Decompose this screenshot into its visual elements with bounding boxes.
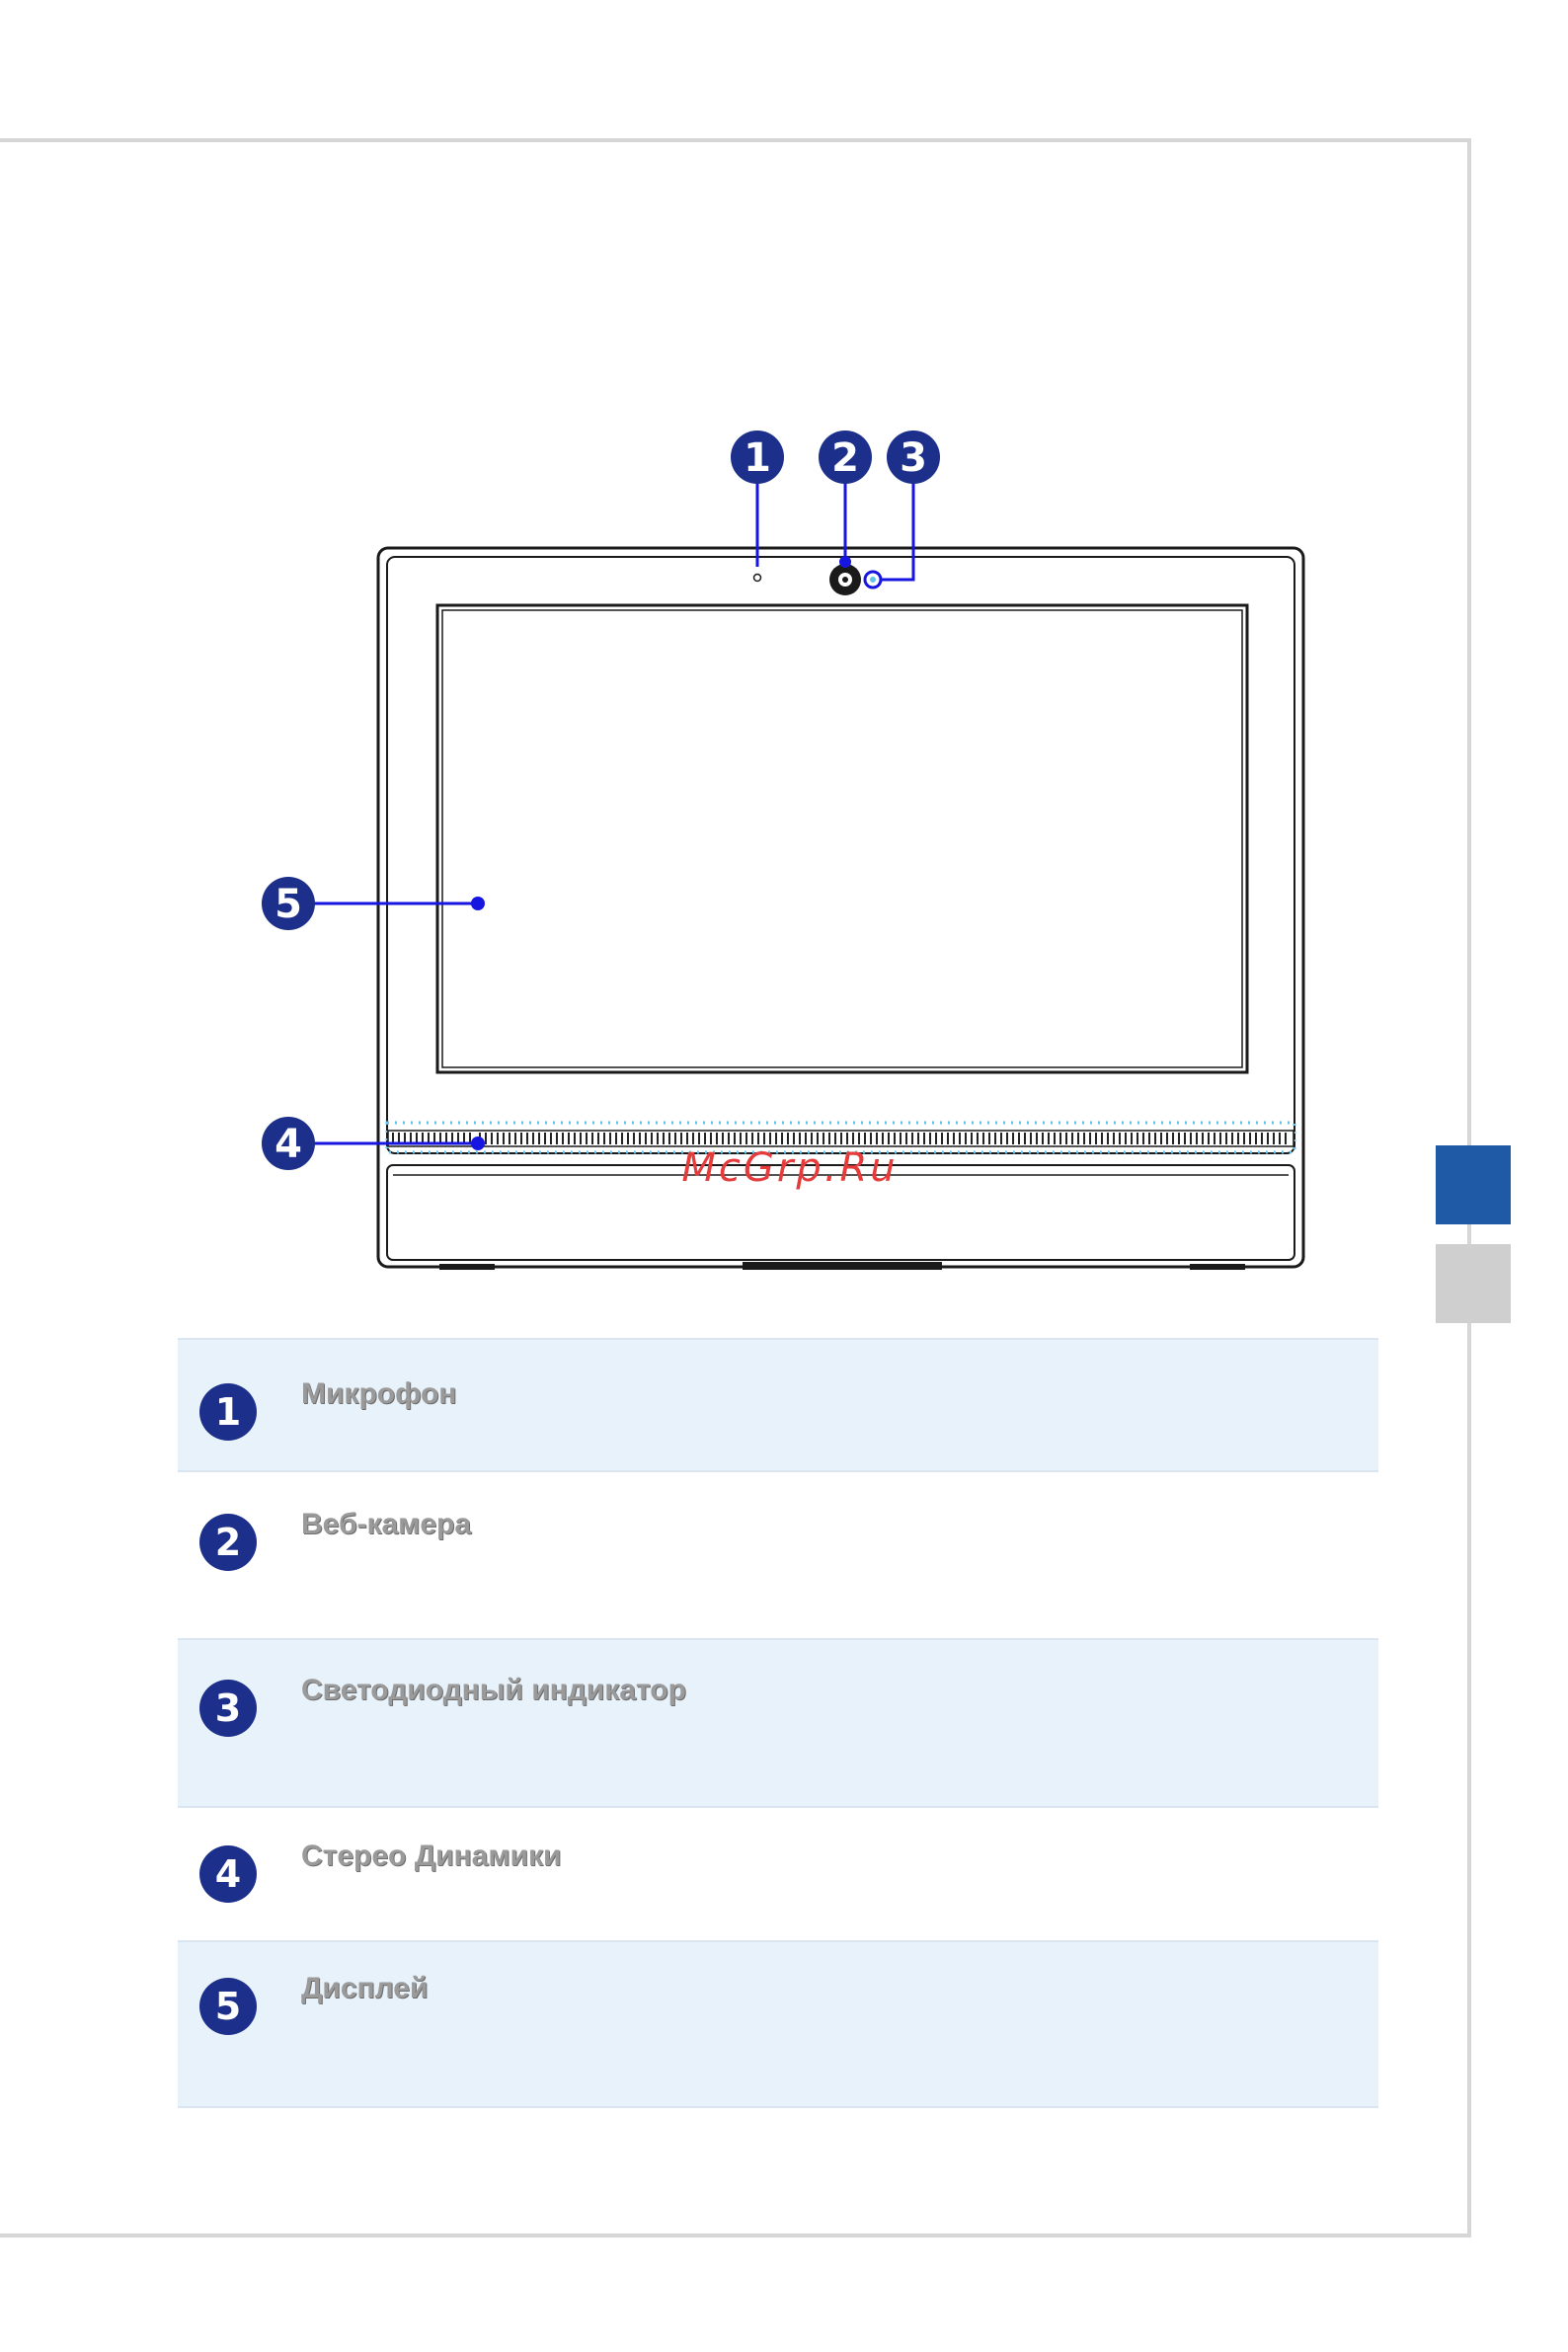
svg-text:4: 4	[274, 1122, 302, 1167]
row-label: Микрофон	[301, 1377, 456, 1411]
section-tab-blue	[1436, 1145, 1511, 1224]
row-number-badge: 5	[199, 1978, 257, 2035]
svg-text:2: 2	[831, 435, 859, 481]
row-number-badge: 3	[199, 1680, 257, 1737]
watermark-text: McGrp.Ru	[681, 1145, 899, 1191]
table-row: 1 Микрофон	[178, 1338, 1378, 1472]
front-view-diagram: 1 2 3 5 4	[0, 0, 1568, 1323]
led-indicator	[865, 572, 881, 588]
row-label: Светодиодный индикатор	[301, 1674, 686, 1707]
row-label: Стерео Динамики	[301, 1840, 561, 1873]
row-label: Дисплей	[301, 1972, 428, 2005]
callout-5: 5	[262, 877, 315, 930]
row-number-badge: 4	[199, 1845, 257, 1903]
parts-table: 1 Микрофон 2 Веб-камера 3 Светодиодный и…	[178, 1338, 1378, 2108]
svg-text:1: 1	[744, 435, 771, 481]
row-label: Веб-камера	[301, 1508, 471, 1541]
callout-4: 4	[262, 1117, 315, 1170]
section-tab-gray	[1436, 1244, 1511, 1323]
table-row: 5 Дисплей	[178, 1942, 1378, 2108]
svg-text:3: 3	[900, 435, 927, 481]
table-row: 2 Веб-камера	[178, 1472, 1378, 1640]
callout-1: 1	[731, 431, 784, 484]
display-panel	[437, 605, 1247, 1072]
callout-2: 2	[819, 431, 872, 484]
table-row: 4 Стерео Динамики	[178, 1808, 1378, 1942]
svg-text:5: 5	[274, 882, 302, 927]
row-number-badge: 1	[199, 1383, 257, 1441]
webcam	[829, 564, 861, 595]
table-row: 3 Светодиодный индикатор	[178, 1640, 1378, 1808]
row-number-badge: 2	[199, 1514, 257, 1571]
microphone-hole	[754, 575, 761, 582]
callout-3: 3	[887, 431, 940, 484]
